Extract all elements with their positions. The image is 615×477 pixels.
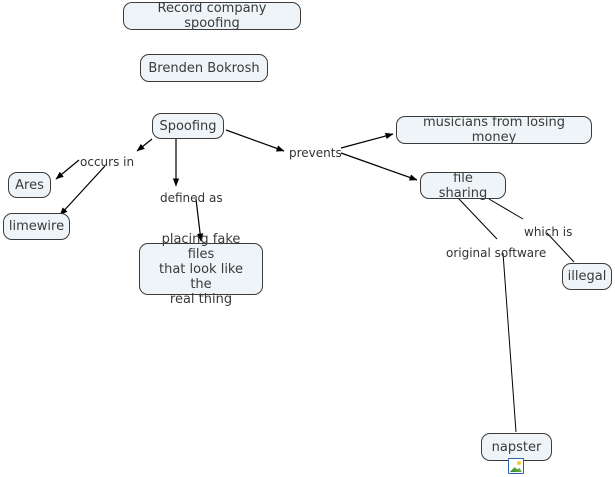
node-napster[interactable]: napster	[481, 433, 552, 461]
node-limewire[interactable]: limewire	[3, 213, 70, 240]
node-author[interactable]: Brenden Bokrosh	[140, 54, 268, 82]
edge-occurs-in-ares	[55, 159, 80, 180]
edge-file-sharing-which-is	[488, 198, 524, 220]
link-label-which-is[interactable]: which is	[524, 225, 573, 239]
edge-spoofing-prevents	[225, 129, 285, 152]
edge-original-software-napster	[502, 252, 517, 433]
link-label-occurs-in[interactable]: occurs in	[80, 155, 135, 169]
link-label-defined-as[interactable]: defined as	[160, 191, 223, 205]
link-label-prevents[interactable]: prevents	[289, 146, 342, 160]
image-icon-sun	[517, 461, 521, 465]
edge-prevents-musicians	[340, 132, 394, 149]
node-placing-fake-files[interactable]: placing fake files that look like the re…	[139, 232, 263, 307]
edge-file-sharing-original-software	[458, 198, 498, 240]
image-icon[interactable]	[508, 458, 524, 474]
node-file-sharing[interactable]: file sharing	[420, 171, 506, 201]
edge-spoofing-occurs-in	[136, 138, 153, 152]
node-title[interactable]: Record company spoofing	[123, 1, 301, 31]
edge-occurs-in-limewire	[59, 165, 106, 216]
node-musicians-from-losing-money[interactable]: musicians from losing money	[396, 115, 592, 145]
link-label-original-software[interactable]: original software	[446, 246, 547, 260]
node-spoofing[interactable]: Spoofing	[152, 113, 224, 139]
edge-prevents-file-sharing	[340, 152, 418, 181]
image-icon-mountain	[510, 466, 522, 472]
node-ares[interactable]: Ares	[8, 172, 51, 198]
node-illegal[interactable]: illegal	[562, 263, 612, 290]
